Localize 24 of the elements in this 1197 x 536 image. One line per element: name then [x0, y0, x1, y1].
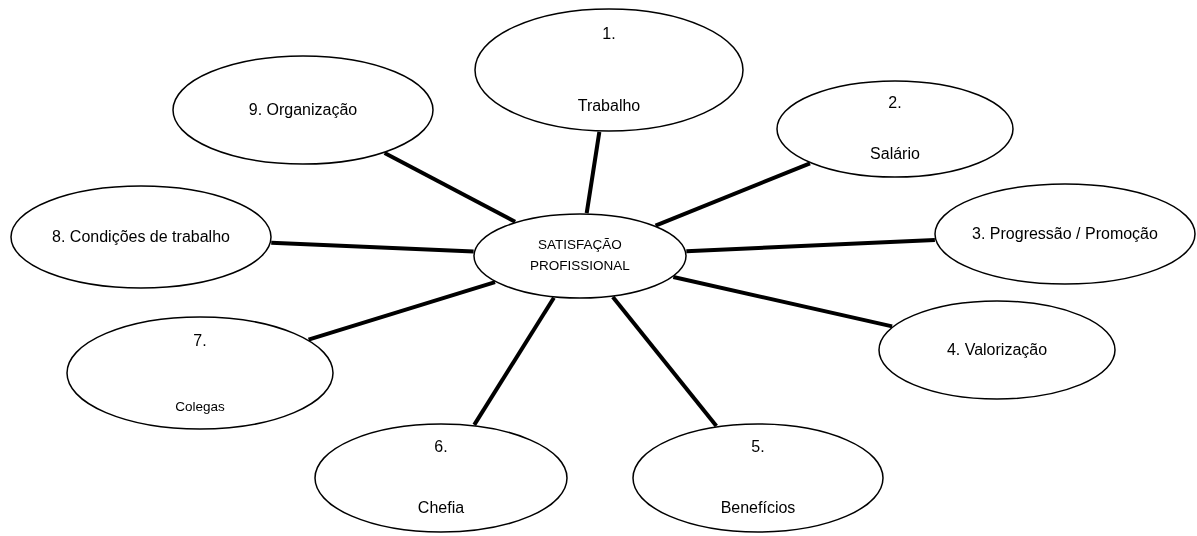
connector-line	[611, 295, 718, 428]
connector-line	[383, 151, 517, 224]
node-label: Salário	[870, 144, 920, 165]
node-label: 3. Progressão / Promoção	[972, 223, 1158, 244]
node-label: 2.	[888, 92, 902, 113]
connector-line	[654, 161, 811, 228]
node-label: Benefícios	[720, 498, 796, 519]
node-label: 9. Organização	[248, 99, 358, 120]
node-label: Colegas	[175, 397, 225, 416]
node-label: Chefia	[417, 498, 465, 519]
connector-line	[686, 237, 935, 254]
connector-line	[584, 131, 602, 214]
node-label: SATISFAÇÃO PROFISSIONAL	[529, 236, 631, 275]
node-label: 8. Condições de trabalho	[52, 226, 230, 247]
connector-line	[271, 240, 474, 254]
connector-line	[672, 275, 893, 329]
node-label: 6.	[434, 437, 448, 458]
node-label: 4. Valorização	[946, 339, 1048, 360]
node-label: Trabalho	[577, 95, 641, 116]
connector-line	[307, 280, 496, 342]
connector-line	[472, 296, 556, 426]
node-label: 5.	[751, 437, 765, 458]
node-label: 1.	[602, 23, 616, 44]
node-label: 7.	[193, 330, 207, 351]
